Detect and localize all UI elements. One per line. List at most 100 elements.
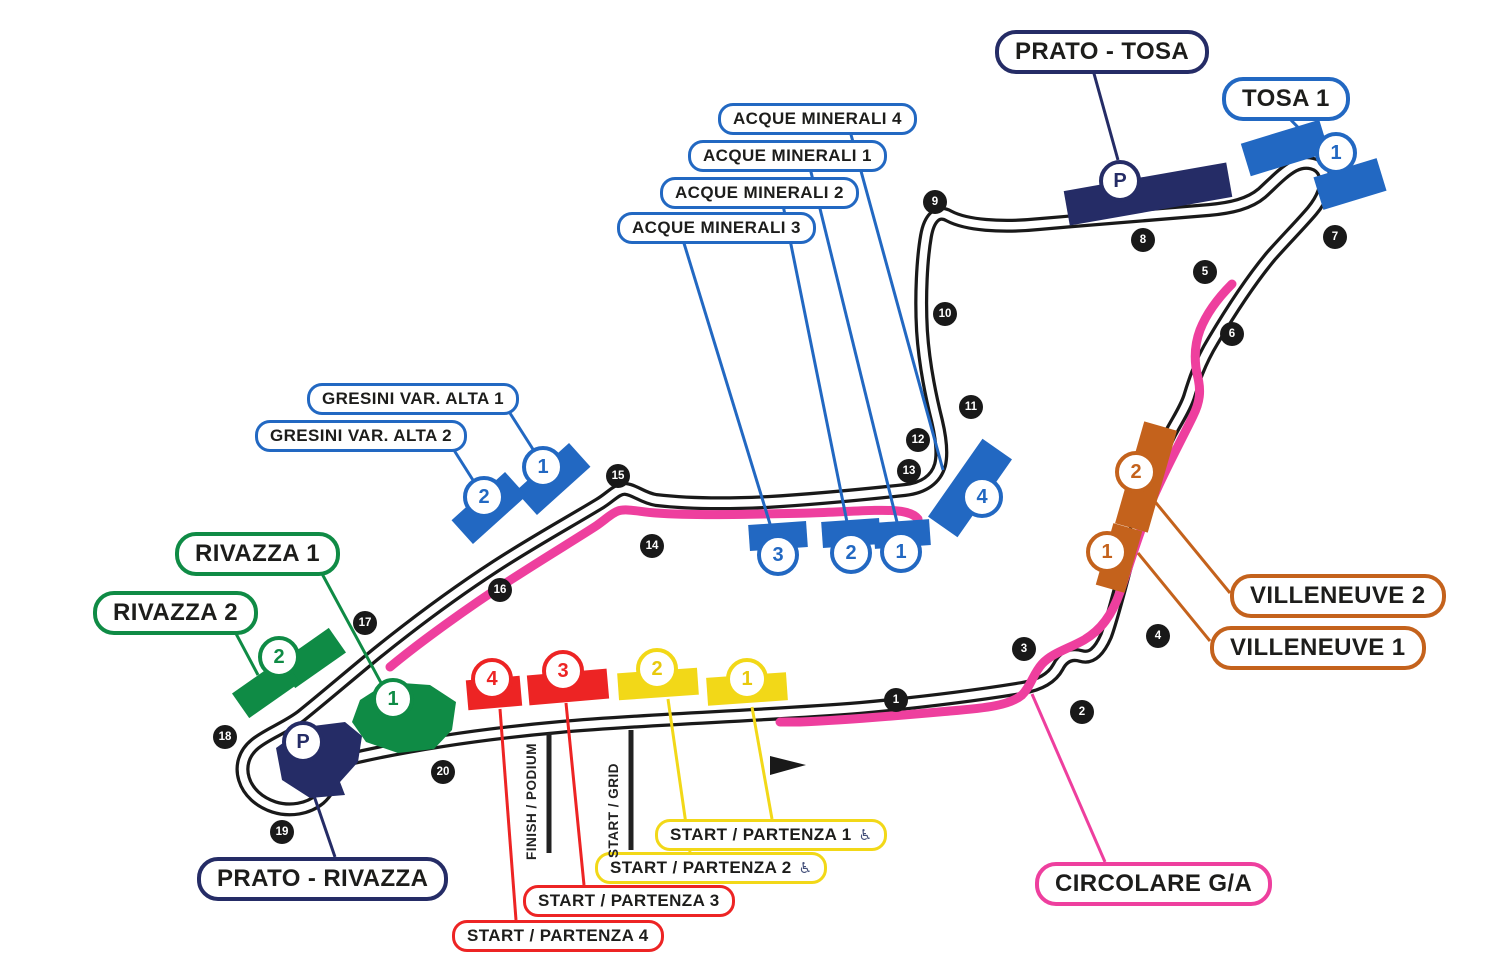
label-rivazza1-text: RIVAZZA 1 [195,540,320,567]
leader-start-partenza-4 [498,708,518,921]
label-gresini-var-alta-1: GRESINI VAR. ALTA 1 [307,383,520,415]
label-am1-text: ACQUE MINERALI 1 [703,146,872,165]
badge-acque-minerali-1: 1 [880,531,922,573]
badge-gresini-2: 2 [463,476,505,518]
label-gresini2-text: GRESINI VAR. ALTA 2 [270,426,453,445]
turn-marker-14: 14 [640,534,664,558]
turn-marker-15: 15 [606,464,630,488]
leader-prato-tosa [1091,69,1120,161]
label-rivazza-1: RIVAZZA 1 [175,532,340,576]
turn-marker-3: 3 [1012,637,1036,661]
leader-start-partenza-1 [750,706,774,820]
turn-marker-5: 5 [1193,260,1217,284]
label-tosa-1-text: TOSA 1 [1242,85,1330,112]
label-start-partenza-4: START / PARTENZA 4 [452,920,664,952]
label-prato-rivazza: PRATO - RIVAZZA [197,857,449,901]
label-am4-text: ACQUE MINERALI 4 [733,109,902,128]
leader-villeneuve-2 [1150,497,1232,594]
turn-marker-17: 17 [353,611,377,635]
label-rivazza2-text: RIVAZZA 2 [113,599,238,626]
stand-rivazza-2a [278,627,346,689]
label-sp4-text: START / PARTENZA 4 [467,926,649,945]
label-sp2-text: START / PARTENZA 2 [610,858,792,877]
turn-marker-13: 13 [897,459,921,483]
label-sp1-text: START / PARTENZA 1 [670,825,852,844]
label-acque-minerali-3: ACQUE MINERALI 3 [617,212,816,244]
badge-start-partenza-1: 1 [726,658,768,700]
turn-marker-8: 8 [1131,228,1155,252]
badge-start-partenza-2: 2 [636,648,678,690]
general-admission-line-west [385,505,923,672]
leader-rivazza-1 [318,569,388,693]
stand-prato-tosa [1063,162,1233,226]
leader-circolare-ga [1030,693,1107,863]
badge-acque-minerali-4: 4 [961,476,1003,518]
badge-acque-minerali-3: 3 [757,534,799,576]
label-gresini-var-alta-2: GRESINI VAR. ALTA 2 [255,420,468,452]
finish-podium-label: FINISH / PODIUM [524,742,539,860]
badge-parking-prato-rivazza: P [282,721,324,763]
badge-start-partenza-3: 3 [542,650,584,692]
label-start-partenza-3: START / PARTENZA 3 [523,885,735,917]
wheelchair-icon: ♿ [798,859,813,877]
turn-marker-9: 9 [923,190,947,214]
turn-marker-10: 10 [933,302,957,326]
label-prato-tosa-text: PRATO - TOSA [1015,38,1190,65]
badge-rivazza-1: 1 [372,678,414,720]
turn-marker-19: 19 [270,820,294,844]
turn-marker-18: 18 [213,725,237,749]
turn-marker-1: 1 [884,688,908,712]
leader-start-partenza-3 [564,702,586,886]
badge-gresini-1: 1 [522,446,564,488]
label-prato-tosa: PRATO - TOSA [995,30,1210,74]
label-tosa-1: TOSA 1 [1222,77,1350,121]
general-admission-line-east [775,279,1237,727]
leader-acque-minerali-4 [848,130,945,471]
badge-rivazza-2: 2 [258,636,300,678]
label-prato-rivazza-text: PRATO - RIVAZZA [217,865,429,892]
stand-tosa-lower [1313,158,1387,210]
badge-start-partenza-4: 4 [471,658,513,700]
badge-acque-minerali-2: 2 [830,532,872,574]
start-grid-label: START / GRID [606,763,621,858]
label-acque-minerali-2: ACQUE MINERALI 2 [660,177,859,209]
label-circolare-text: CIRCOLARE G/A [1055,870,1253,897]
turn-marker-7: 7 [1323,225,1347,249]
leader-rivazza-2 [231,627,260,676]
label-am3-text: ACQUE MINERALI 3 [632,218,801,237]
label-acque-minerali-1: ACQUE MINERALI 1 [688,140,887,172]
badge-parking-prato-tosa: P [1099,160,1141,202]
turn-marker-4: 4 [1146,624,1170,648]
label-am2-text: ACQUE MINERALI 2 [675,183,844,202]
wheelchair-icon: ♿ [858,826,873,844]
label-circolare-ga: CIRCOLARE G/A [1035,862,1273,906]
label-villeneuve2-text: VILLENEUVE 2 [1250,582,1426,609]
turn-marker-16: 16 [488,578,512,602]
label-gresini1-text: GRESINI VAR. ALTA 1 [322,389,505,408]
label-start-partenza-1: START / PARTENZA 1 ♿ [655,819,888,851]
leader-acque-minerali-2 [781,204,849,523]
label-sp3-text: START / PARTENZA 3 [538,891,720,910]
badge-villeneuve-1: 1 [1086,531,1128,573]
leader-prato-rivazza [310,789,337,858]
leader-acque-minerali-3 [681,239,772,525]
badge-tosa-1: 1 [1315,132,1357,174]
label-villeneuve-2: VILLENEUVE 2 [1230,574,1446,618]
turn-marker-2: 2 [1070,700,1094,724]
turn-marker-20: 20 [431,760,455,784]
label-acque-minerali-4: ACQUE MINERALI 4 [718,103,917,135]
leader-villeneuve-1 [1136,552,1212,642]
stand-tosa-upper [1240,119,1330,177]
turn-marker-6: 6 [1220,322,1244,346]
label-villeneuve-1: VILLENEUVE 1 [1210,626,1426,670]
leader-gresini-1 [506,409,538,455]
badge-villeneuve-2: 2 [1115,451,1157,493]
turn-marker-11: 11 [959,395,983,419]
direction-arrow [770,756,806,775]
leader-acque-minerali-1 [808,167,899,523]
label-rivazza-2: RIVAZZA 2 [93,591,258,635]
label-villeneuve1-text: VILLENEUVE 1 [1230,634,1406,661]
turn-marker-12: 12 [906,428,930,452]
